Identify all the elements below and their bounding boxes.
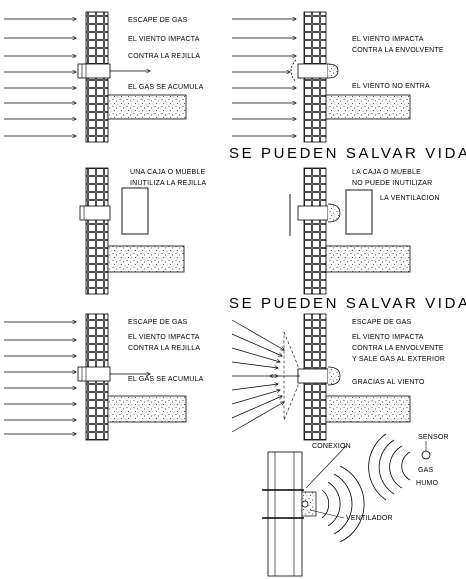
floor-slab	[325, 395, 411, 423]
label-conexion: CONEXION	[312, 443, 351, 450]
brick-wall	[303, 167, 327, 295]
panel-mid-left: UNA CAJA O MUEBLE INUTILIZA LA REJILLA	[79, 167, 206, 295]
label-humo: HUMO	[416, 480, 439, 487]
box-furniture	[345, 189, 373, 235]
ventilador-leader	[309, 509, 345, 519]
label-escape-de-gas: ESCAPE DE GAS	[352, 319, 412, 326]
wind-arrows	[4, 19, 76, 136]
wind-arrows	[232, 19, 296, 136]
panel-low-left: ESCAPE DE GAS EL VIENTO IMPACTA CONTRA L…	[4, 313, 204, 441]
envelope-inner	[327, 203, 341, 223]
gas-smoke-waves	[368, 433, 411, 501]
label-ventilador: VENTILADOR	[346, 515, 393, 522]
vent-grille	[297, 205, 329, 221]
label-viento-impacta: EL VIENTO IMPACTA	[352, 334, 424, 341]
envelope-inner	[327, 63, 339, 79]
label-viento-impacta: EL VIENTO IMPACTA	[128, 36, 200, 43]
label-sale-gas-exterior: Y SALE GAS AL EXTERIOR	[352, 356, 445, 363]
floor-slab	[107, 395, 187, 423]
envelope-inner	[327, 366, 341, 386]
blocking-box	[121, 187, 149, 235]
label-viento-no-entra: EL VIENTO NO ENTRA	[352, 83, 430, 90]
floor-slab	[325, 94, 411, 120]
vent-grille	[77, 366, 111, 382]
label-contra-rejilla: CONTRA LA REJILLA	[128, 345, 200, 352]
panel-low-right: ESCAPE DE GAS EL VIENTO IMPACTA CONTRA L…	[231, 313, 445, 441]
label-gas: GAS	[418, 467, 434, 474]
panel-top-right: EL VIENTO IMPACTA CONTRA LA ENVOLVENTE E…	[232, 11, 444, 143]
label-viento-impacta: EL VIENTO IMPACTA	[128, 334, 200, 341]
label-viento-impacta: EL VIENTO IMPACTA	[352, 36, 424, 43]
floor-slab	[107, 94, 187, 120]
label-sensor: SENSOR	[418, 434, 449, 441]
panel-fan-detail: CONEXION SENSOR GAS HUMO VENTILADOR	[262, 433, 449, 577]
wind-arrows	[4, 322, 76, 434]
label-contra-envolvente: CONTRA LA ENVOLVENTE	[352, 345, 444, 352]
label-gas-acumula: EL GAS SE ACUMULA	[128, 376, 204, 383]
label-no-puede-inutilizar: NO PUEDE INUTILIZAR	[352, 180, 432, 187]
heading-salvar-vidas-top: SE PUEDEN SALVAR VIDAS	[229, 145, 466, 162]
vent-grille	[297, 368, 329, 384]
fan-icon	[301, 500, 309, 508]
floor-slab	[107, 245, 185, 273]
panel-top-left: ESCAPE DE GAS EL VIENTO IMPACTA CONTRA L…	[4, 11, 204, 143]
label-caja-mueble: LA CAJA O MUEBLE	[352, 169, 421, 176]
label-contra-envolvente: CONTRA LA ENVOLVENTE	[352, 47, 444, 54]
envelope-cap	[290, 59, 297, 83]
label-contra-rejilla: CONTRA LA REJILLA	[128, 53, 200, 60]
sensor-icon	[421, 450, 431, 460]
label-ventilacion: LA VENTILACION	[380, 195, 440, 202]
deflector-cone	[283, 331, 299, 421]
label-gracias-al-viento: GRACIAS AL VIENTO	[352, 379, 425, 386]
label-escape-de-gas: ESCAPE DE GAS	[128, 17, 188, 24]
label-escape-de-gas: ESCAPE DE GAS	[128, 319, 188, 326]
fan-airflow-waves	[321, 465, 365, 543]
label-gas-acumula: EL GAS SE ACUMULA	[128, 84, 204, 91]
conexion-leader	[305, 445, 347, 489]
label-caja-mueble: UNA CAJA O MUEBLE	[130, 169, 205, 176]
vent-grille	[77, 63, 111, 79]
floor-slab	[325, 245, 411, 273]
panel-mid-right: LA CAJA O MUEBLE NO PUEDE INUTILIZAR LA …	[289, 167, 440, 295]
heading-salvar-vidas-middle: SE PUEDEN SALVAR VIDAS	[229, 295, 466, 312]
vent-grille	[79, 205, 111, 221]
brick-wall	[85, 167, 109, 295]
vent-grille	[297, 63, 329, 79]
label-inutiliza-rejilla: INUTILIZA LA REJILLA	[130, 180, 206, 187]
wall-section	[267, 451, 303, 577]
